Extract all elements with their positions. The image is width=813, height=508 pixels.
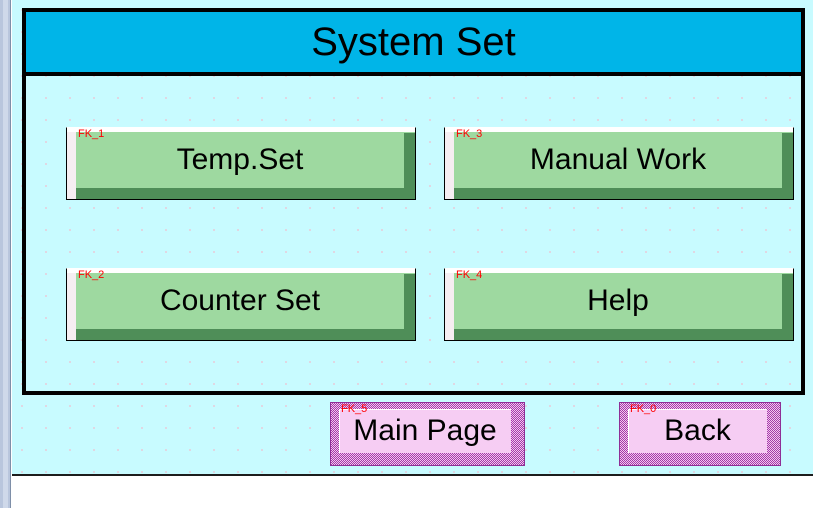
nav-key-tag: FK_5	[341, 403, 368, 415]
function-button-counter-set[interactable]: FK_2 Counter Set	[66, 268, 416, 341]
bevel-shadow-bottom	[76, 329, 415, 340]
bevel-shadow-right	[404, 133, 415, 199]
function-key-tag: FK_3	[456, 128, 483, 140]
bevel-shadow-bottom	[76, 188, 415, 199]
nav-button-back[interactable]: FK_0 Back	[619, 402, 781, 466]
bevel-highlight-top	[445, 269, 793, 273]
bevel-highlight-left	[67, 269, 76, 340]
title-bar: System Set	[26, 12, 801, 76]
bevel-highlight-top	[445, 128, 793, 132]
bottom-blank-pane	[12, 477, 813, 508]
bevel-shadow-right	[404, 274, 415, 340]
bevel-highlight-left	[445, 128, 454, 199]
function-key-label: Temp.Set	[176, 143, 304, 176]
nav-button-face	[628, 409, 767, 453]
function-button-help[interactable]: FK_4 Help	[444, 268, 794, 341]
left-scroll-gutter[interactable]	[0, 0, 11, 508]
function-key-tag: FK_2	[78, 269, 105, 281]
bevel-highlight-top	[67, 269, 415, 273]
nav-key-tag: FK_0	[630, 403, 657, 415]
function-button-manual-work[interactable]: FK_3 Manual Work	[444, 127, 794, 200]
nav-key-label: Main Page	[353, 414, 497, 447]
function-key-label: Help	[587, 284, 649, 317]
nav-key-label: Back	[664, 414, 731, 447]
function-key-label: Manual Work	[529, 143, 707, 176]
bevel-shadow-right	[782, 274, 793, 340]
function-key-tag: FK_1	[78, 128, 105, 140]
bevel-shadow-bottom	[454, 329, 793, 340]
page-title: System Set	[311, 20, 516, 64]
nav-button-main-page[interactable]: FK_5 Main Page	[330, 402, 525, 466]
nav-button-face	[339, 409, 511, 453]
function-button-temp-set[interactable]: FK_1 Temp.Set	[66, 127, 416, 200]
function-key-label: Counter Set	[159, 284, 321, 317]
bevel-shadow-bottom	[454, 188, 793, 199]
function-key-tag: FK_4	[456, 269, 483, 281]
scroll-track[interactable]	[3, 0, 8, 508]
hmi-screen-canvas: System Set FK_1 Temp.Set FK_2 Counter Se…	[12, 0, 813, 476]
bevel-highlight-left	[445, 269, 454, 340]
bevel-highlight-left	[67, 128, 76, 199]
page-frame-border: System Set FK_1 Temp.Set FK_2 Counter Se…	[22, 8, 805, 395]
bevel-highlight-top	[67, 128, 415, 132]
bevel-shadow-right	[782, 133, 793, 199]
